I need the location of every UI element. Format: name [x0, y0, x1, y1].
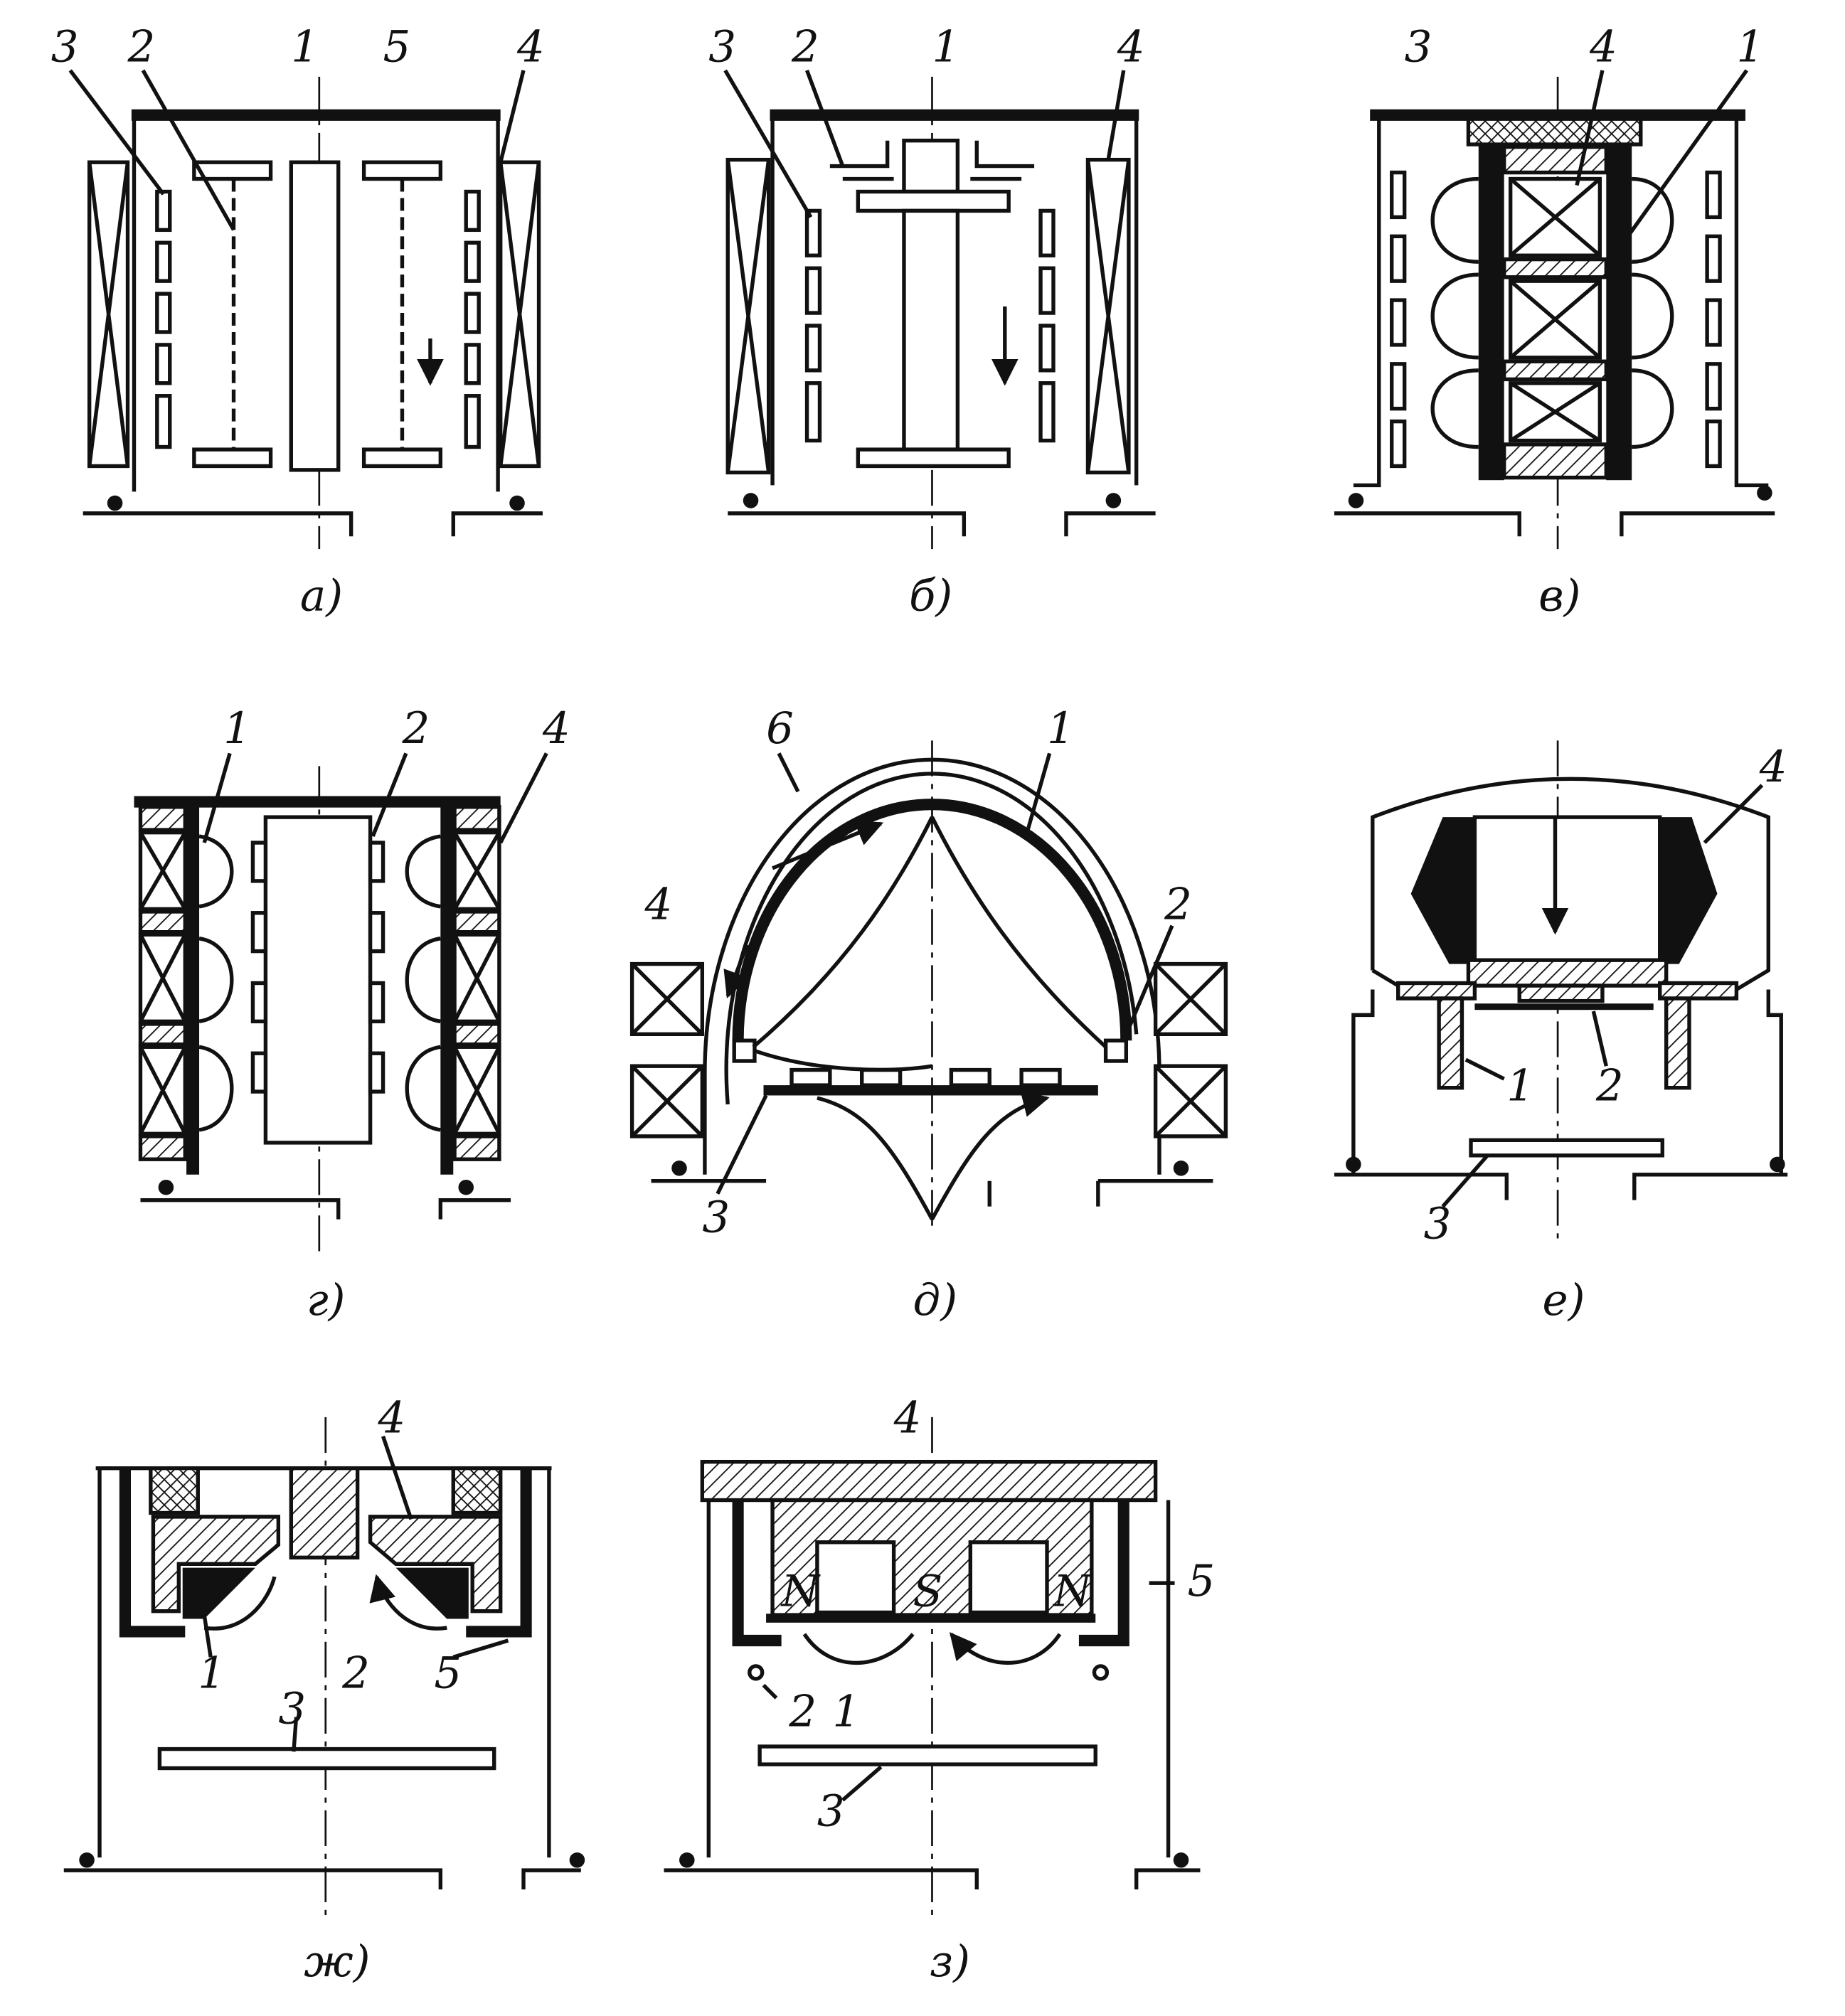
substrate-3: [1469, 1138, 1664, 1158]
coil-left: [725, 157, 771, 475]
anode-2-right: [1092, 1664, 1110, 1681]
substrate-holder-2: [192, 160, 273, 469]
target-1-left: [182, 1567, 256, 1619]
caption-v: в): [1538, 570, 1580, 621]
label: 4: [1589, 21, 1617, 72]
label: 5: [1187, 1556, 1215, 1606]
magnet-left: [138, 805, 187, 1161]
label: 5: [383, 21, 411, 72]
caption-b: б): [909, 570, 952, 621]
magnet-system-4: [1502, 144, 1608, 480]
panel-a: 3 2 1 5 4 а): [51, 21, 545, 621]
pole-label: S: [913, 1567, 943, 1617]
panel-d: 6 1 4 2 3 д): [629, 703, 1228, 1326]
top-plate: [700, 1459, 1158, 1503]
magnet-right: [452, 805, 501, 1161]
label: 4: [644, 880, 673, 930]
label: 3: [278, 1684, 306, 1734]
magnet-right: [368, 1515, 503, 1614]
substrate-2: [829, 140, 1035, 181]
panel-e: 4 1 2 3 е): [1334, 740, 1788, 1326]
label: 1: [291, 21, 319, 72]
chamber-dome-6: [703, 757, 1161, 1175]
label: 4: [542, 703, 570, 754]
target-4-left: [1410, 817, 1475, 964]
panel-g: 1 2 4 г): [134, 703, 570, 1326]
coil-left-4: [629, 961, 705, 1138]
label: 3: [702, 1193, 730, 1243]
anode-2-right: [1103, 1038, 1129, 1063]
label: 1: [1047, 703, 1075, 754]
cathode-1: [732, 799, 1132, 1041]
anode-2: [1474, 1003, 1654, 1010]
caption-g: г): [307, 1275, 346, 1326]
substrate-3: [157, 1746, 496, 1771]
substrate-holder-5: [361, 160, 443, 469]
panel-zh: 4 1 2 3 5 ж): [63, 1392, 585, 1987]
anode-2-left: [732, 1038, 757, 1063]
label: 1: [1736, 21, 1764, 72]
label: 2: [788, 1686, 817, 1737]
caption-z: з): [930, 1936, 970, 1987]
cathode-1: [856, 138, 1011, 469]
targets-left: [155, 189, 172, 449]
label: 1: [832, 1686, 860, 1737]
label: 3: [51, 21, 79, 72]
label: 2: [401, 703, 430, 754]
substrate-3: [757, 1744, 1097, 1766]
label: 4: [377, 1392, 405, 1443]
anode-2-left: [748, 1664, 765, 1681]
label: 1: [932, 21, 959, 72]
label: 2: [1164, 880, 1192, 930]
coil-left: [87, 160, 130, 469]
label: 2: [127, 21, 156, 72]
label: 2: [341, 1648, 370, 1698]
target-4-right: [1659, 817, 1718, 964]
target-1: [766, 1614, 1096, 1623]
label: 4: [516, 21, 545, 72]
panel-v: 3 4 1 в): [1334, 21, 1775, 621]
magnet-left: [151, 1515, 281, 1614]
caption-d: д): [913, 1275, 957, 1326]
targets-right: [1705, 170, 1722, 469]
cathode-1: [289, 160, 341, 472]
targets-left: [1390, 170, 1407, 469]
label: 4: [1759, 742, 1787, 792]
insulator: [1466, 117, 1643, 146]
label: 6: [766, 703, 794, 754]
label: 2: [791, 21, 819, 72]
pole-label: N: [1052, 1567, 1093, 1617]
anode-2: [289, 1466, 360, 1560]
magnetic-field-lines: [1430, 176, 1674, 449]
coil-right: [499, 160, 541, 469]
substrate-2: [250, 815, 386, 1145]
caption-a: а): [300, 570, 343, 621]
label: 2: [1595, 1061, 1624, 1111]
label: 3: [817, 1786, 845, 1836]
panel-b: 3 2 1 4 б): [708, 21, 1156, 621]
cathode-1: [1478, 144, 1632, 481]
targets-left: [804, 208, 822, 443]
label: 1: [1506, 1061, 1534, 1111]
holder: [1396, 981, 1739, 1090]
pole-label: N: [780, 1567, 822, 1617]
label: 1: [223, 703, 251, 754]
label: 3: [1424, 1199, 1452, 1249]
panel-z: N S N 4 5 2 1 3 з): [664, 1392, 1215, 1987]
substrate-3: [763, 1067, 1098, 1096]
caption-zh: ж): [304, 1936, 370, 1987]
label: 3: [1405, 21, 1432, 72]
label: 4: [1117, 21, 1145, 72]
target-1-right: [395, 1567, 469, 1619]
targets-right: [1038, 208, 1056, 443]
coil-right: [1085, 157, 1131, 475]
label: 4: [893, 1392, 922, 1443]
caption-e: е): [1543, 1275, 1585, 1326]
label: 3: [708, 21, 736, 72]
targets-right: [464, 189, 481, 449]
coil-right-4: [1153, 961, 1228, 1138]
